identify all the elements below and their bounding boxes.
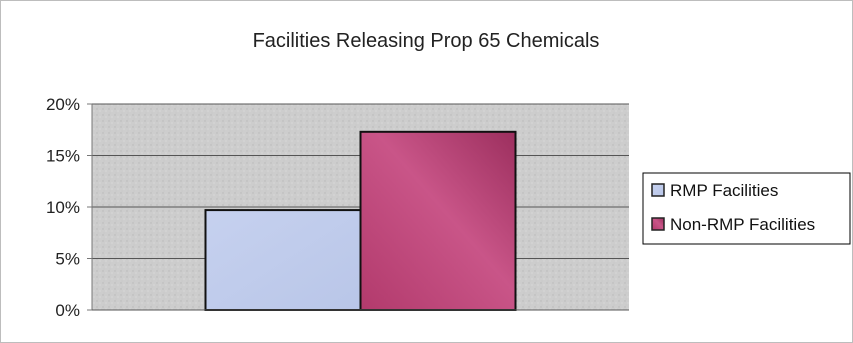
- bar-rmp-facilities: [204, 209, 362, 311]
- legend-label-rmp: RMP Facilities: [670, 181, 778, 200]
- y-axis-ticks: 0% 5% 10% 15% 20%: [46, 95, 92, 320]
- bar-non-rmp-facilities: [359, 130, 517, 311]
- legend-box: [642, 172, 851, 245]
- y-tick-label: 15%: [46, 147, 80, 166]
- y-tick-label: 10%: [46, 198, 80, 217]
- y-tick-label: 20%: [46, 95, 80, 114]
- legend: RMP Facilities Non-RMP Facilities: [642, 172, 851, 245]
- legend-swatch-rmp: [651, 183, 665, 197]
- y-tick-label: 0%: [55, 301, 80, 320]
- legend-swatch-non-rmp: [651, 217, 665, 231]
- bars: [204, 130, 517, 311]
- legend-label-non-rmp: Non-RMP Facilities: [670, 215, 815, 234]
- chart-title: Facilities Releasing Prop 65 Chemicals: [253, 30, 600, 52]
- y-tick-label: 5%: [55, 250, 80, 269]
